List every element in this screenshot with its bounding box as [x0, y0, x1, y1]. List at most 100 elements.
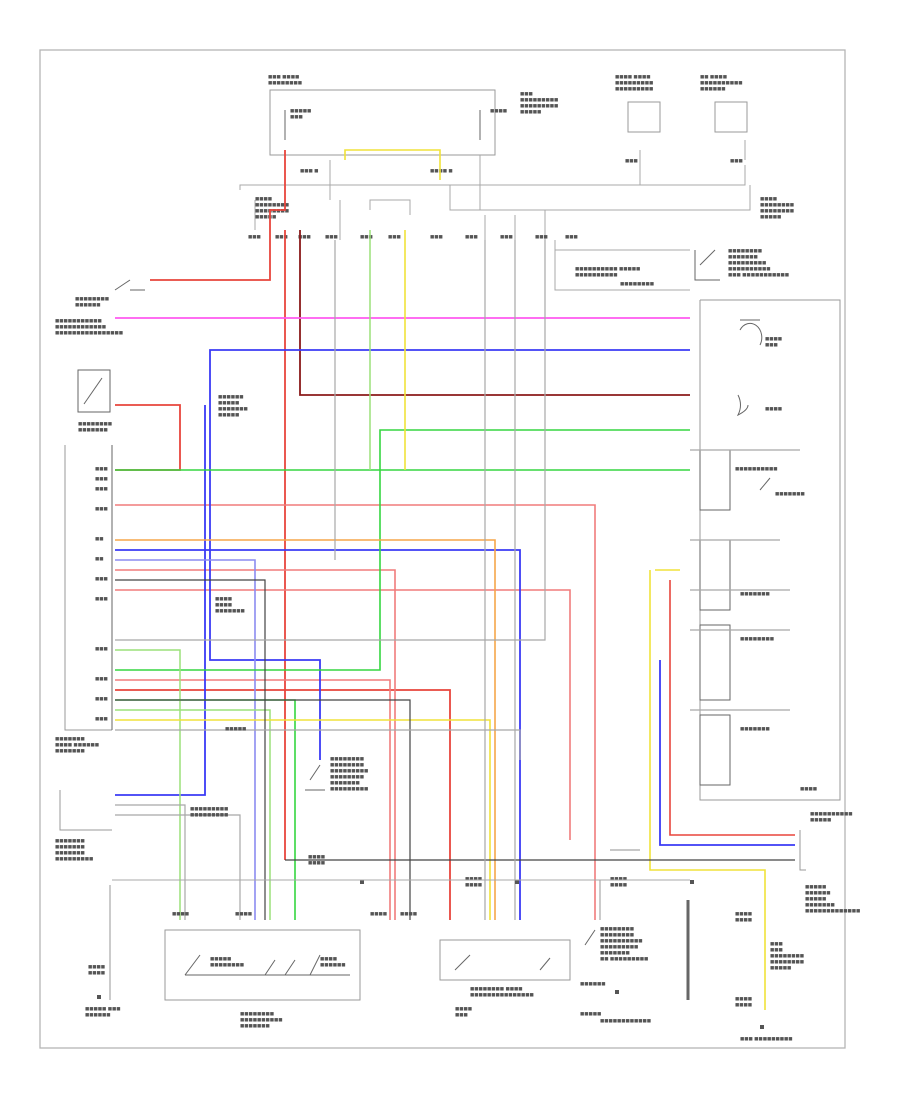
svg-text:■■: ■■	[95, 537, 104, 542]
svg-text:■■■■: ■■■■	[320, 957, 337, 962]
svg-text:■■■■■■■: ■■■■■■■	[740, 592, 770, 597]
svg-text:■■■■: ■■■■	[765, 337, 782, 342]
svg-text:■■■■■■■■■■: ■■■■■■■■■■	[728, 267, 771, 272]
svg-text:■■■■■■■: ■■■■■■■	[55, 851, 85, 856]
svg-text:■■■■■■■■■■■■■: ■■■■■■■■■■■■■	[805, 909, 860, 914]
svg-text:■■■■■■■■■■: ■■■■■■■■■■	[700, 81, 743, 86]
svg-text:■■■■: ■■■■	[235, 912, 252, 917]
svg-text:■■■■■■■■■: ■■■■■■■■■	[520, 98, 558, 103]
svg-text:■■■■■: ■■■■■	[770, 966, 791, 971]
svg-text:■■■■: ■■■■	[215, 597, 232, 602]
svg-text:■■■■■■■: ■■■■■■■	[55, 737, 85, 742]
svg-text:■■■■■■■■■: ■■■■■■■■■	[615, 81, 653, 86]
svg-text:■■■■■: ■■■■■	[210, 957, 231, 962]
svg-text:■■■ ■■■■■■■■■■■: ■■■ ■■■■■■■■■■■	[728, 273, 789, 278]
svg-text:■■■■: ■■■■	[735, 1003, 752, 1008]
top-right-component-b: ■■ ■■■■ ■■■■■■■■■■ ■■■■■■	[700, 75, 748, 133]
svg-text:■■■■■: ■■■■■	[255, 215, 276, 220]
svg-text:■■■■: ■■■■	[490, 109, 507, 114]
svg-text:■■■■■■■■ ■■■■: ■■■■■■■■ ■■■■	[470, 987, 522, 992]
svg-text:■■■: ■■■	[535, 235, 548, 240]
svg-text:■■■■■■■: ■■■■■■■	[728, 255, 758, 260]
svg-text:■■■: ■■■	[248, 235, 261, 240]
shift-solenoid-assembly: ■■■■■ ■■■■■■■■ ■■■■ ■■■■■■ ■■■■■■■■ ■■■■…	[164, 855, 417, 1029]
svg-text:■■■■: ■■■■	[308, 855, 325, 860]
svg-text:■■■■: ■■■■	[800, 787, 817, 792]
svg-text:■■■■■■■■: ■■■■■■■■	[620, 282, 654, 287]
combination-meter: ■■■■■■■■■■ ■■■■ ■■■ ■■■■ ■■■■■■■ ■■■■■■■…	[699, 299, 853, 823]
svg-text:■■■■■■: ■■■■■■	[75, 303, 101, 308]
svg-text:■■■■■■: ■■■■■■	[320, 963, 346, 968]
transfer-switch-box: ■■■■■■■■ ■■■■ ■■■■■■■■■■■■■■■ ■■■■ ■■■■ …	[439, 877, 571, 1018]
svg-text:■■■■■■■: ■■■■■■■	[55, 845, 85, 850]
svg-text:■■■■■: ■■■■■	[810, 818, 831, 823]
svg-text:■■■: ■■■	[95, 507, 108, 512]
svg-text:■■■■: ■■■■	[765, 407, 782, 412]
svg-text:■■■■: ■■■■	[172, 912, 189, 917]
wires-red	[115, 150, 451, 920]
svg-text:■■■: ■■■	[325, 235, 338, 240]
svg-text:■■■: ■■■	[275, 235, 288, 240]
svg-text:■■■■: ■■■■	[735, 912, 752, 917]
svg-text:■■ ■■■■■■■■■: ■■ ■■■■■■■■■	[600, 957, 648, 962]
wire-dark-red	[299, 230, 690, 396]
svg-text:■■■: ■■■	[455, 1013, 468, 1018]
svg-text:■■■: ■■■	[95, 717, 108, 722]
svg-text:■■■: ■■■	[95, 647, 108, 652]
svg-text:■■■■■■■: ■■■■■■■	[805, 903, 835, 908]
svg-text:■■■: ■■■	[500, 235, 513, 240]
svg-text:■■■■■: ■■■■■	[805, 885, 826, 890]
park-neutral-switch: ■■■■■■■■ ■■■■■■■	[77, 369, 112, 433]
svg-text:■■■■■■■■: ■■■■■■■■	[255, 203, 289, 208]
svg-text:■■■■: ■■■■	[88, 971, 105, 976]
svg-text:■■■■■■■■: ■■■■■■■■	[268, 81, 302, 86]
svg-text:■■■■■: ■■■■■	[218, 401, 239, 406]
mid-switch	[305, 764, 325, 791]
svg-text:■■■: ■■■	[95, 577, 108, 582]
svg-text:■■■■■■■■■: ■■■■■■■■■	[190, 813, 228, 818]
svg-text:■■■■■■■: ■■■■■■■	[215, 609, 245, 614]
fuse-block: ■■■ ■■■■ ■■■■■■■■ ■■■■■ ■■■ ■■■■ ■■■ ■■■…	[268, 75, 558, 156]
svg-text:■■■: ■■■	[95, 467, 108, 472]
svg-text:■■■■■■■■: ■■■■■■■■	[760, 203, 794, 208]
svg-text:■■■■: ■■■■	[465, 883, 482, 888]
svg-text:■■■: ■■■	[430, 235, 443, 240]
svg-text:■■■: ■■■	[625, 159, 638, 164]
svg-text:■■■: ■■■	[565, 235, 578, 240]
svg-text:■■■: ■■■	[360, 235, 373, 240]
svg-text:■■■: ■■■	[730, 159, 743, 164]
svg-text:■■■■: ■■■■	[455, 1007, 472, 1012]
svg-text:■■■■■■■: ■■■■■■■	[240, 1024, 270, 1029]
svg-text:■■■■■■: ■■■■■■	[85, 1013, 111, 1018]
shift-lock-ecu: ■■■■■■■■ ■■■■■■■ ■■■■■■■■■ ■■■■■■■■■■ ■■…	[575, 249, 789, 287]
svg-text:■■■■: ■■■■	[735, 997, 752, 1002]
svg-text:■■■: ■■■	[95, 487, 108, 492]
ecm: ■■■■■■■ ■■■■ ■■■■■■ ■■■■■■■ ■■■ ■■■ ■■■ …	[55, 445, 113, 754]
wire-orange	[115, 539, 496, 920]
wire-light-blue	[115, 559, 256, 920]
svg-text:■■■■■■■■■■: ■■■■■■■■■■	[600, 939, 643, 944]
sensor-box: ■■■■■ ■■■■■■ ■■■■■ ■■■■■■■ ■■■■■■■■■■■■■	[799, 830, 860, 914]
svg-text:■■: ■■	[95, 557, 104, 562]
svg-text:■■■: ■■■	[520, 92, 533, 97]
svg-text:■■■■■: ■■■■■	[805, 897, 826, 902]
svg-text:■■■: ■■■	[465, 235, 478, 240]
svg-text:■■■■■■■■: ■■■■■■■■	[330, 775, 364, 780]
svg-text:■■■■: ■■■■	[400, 912, 417, 917]
svg-text:■■■■: ■■■■	[735, 918, 752, 923]
svg-text:■■■■■: ■■■■■	[290, 109, 311, 114]
bottom-right-sensor: ■■■■ ■■■■ ■■■■ ■■■■ ■■■ ■■■ ■■■■■■■■ ■■■…	[686, 880, 804, 1042]
svg-text:■■■■■■■: ■■■■■■■	[600, 951, 630, 956]
svg-text:■■■■■■■■■■■■■■■■: ■■■■■■■■■■■■■■■■	[55, 331, 123, 336]
svg-text:■■■■ ■■■■: ■■■■ ■■■■	[615, 75, 650, 80]
wires-dark	[115, 579, 795, 920]
svg-text:■■■: ■■■	[95, 697, 108, 702]
svg-text:■■■■■■■■■■ ■■■■■: ■■■■■■■■■■ ■■■■■	[575, 267, 640, 272]
svg-text:■■■■: ■■■■	[610, 883, 627, 888]
svg-text:■■■■■■■: ■■■■■■■	[740, 727, 770, 732]
svg-text:■■■■■■■■: ■■■■■■■■	[240, 1012, 274, 1017]
svg-text:■■■■■■■■■: ■■■■■■■■■	[615, 87, 653, 92]
svg-text:■■■: ■■■	[95, 677, 108, 682]
top-right-component-a: ■■■■ ■■■■ ■■■■■■■■■ ■■■■■■■■■	[615, 75, 661, 133]
svg-text:■■■: ■■■	[770, 948, 783, 953]
